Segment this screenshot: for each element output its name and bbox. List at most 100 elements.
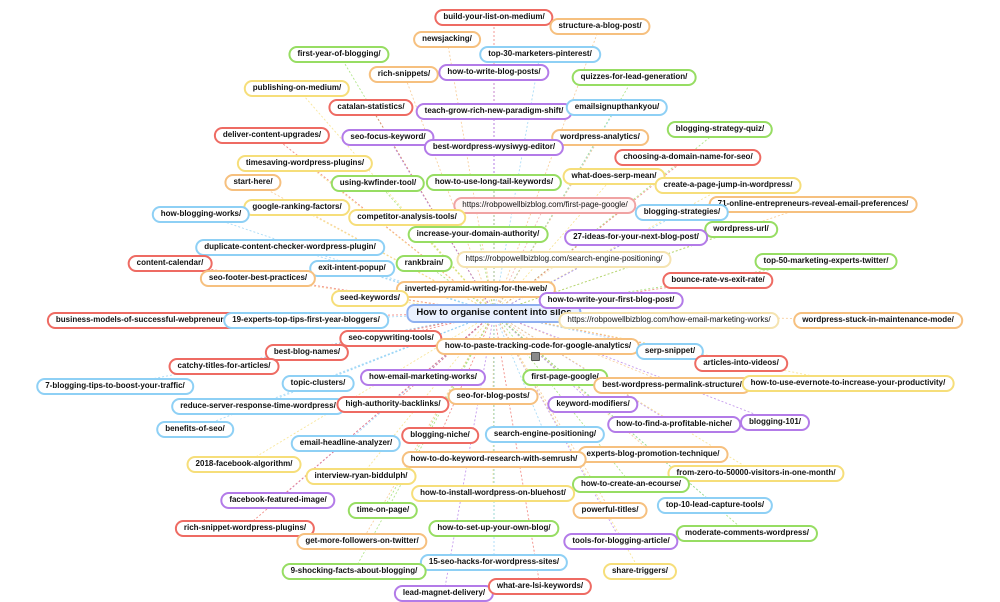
node-blogging-101[interactable]: blogging-101/ [740, 414, 810, 431]
node-publishing-on-medium[interactable]: publishing-on-medium/ [243, 80, 351, 97]
connector-line [194, 312, 495, 430]
node-seed-keywords[interactable]: seed-keywords/ [330, 290, 410, 307]
node-how-email-marketing-works[interactable]: how-email-marketing-works/ [359, 369, 487, 386]
node-what-are-lsi-keywords[interactable]: what-are-lsi-keywords/ [487, 578, 593, 595]
node-tools-for-blogging-article[interactable]: tools-for-blogging-article/ [563, 533, 679, 550]
node-share-triggers[interactable]: share-triggers/ [602, 563, 678, 580]
node-structure-a-blog-post[interactable]: structure-a-blog-post/ [549, 18, 651, 35]
node-duplicate-content-checker-wordpress-plugin[interactable]: duplicate-content-checker-wordpress-plug… [195, 239, 385, 256]
node-seo-for-blog-posts[interactable]: seo-for-blog-posts/ [447, 388, 539, 405]
connector-line [493, 236, 637, 314]
node-how-blogging-works[interactable]: how-blogging-works/ [151, 206, 251, 223]
node-newsjacking[interactable]: newsjacking/ [413, 31, 481, 48]
node-high-authority-backlinks[interactable]: high-authority-backlinks/ [336, 396, 450, 413]
node-how-to-find-a-profitable-niche[interactable]: how-to-find-a-profitable-niche/ [607, 416, 741, 433]
node-google-ranking-factors[interactable]: google-ranking-factors/ [243, 199, 351, 216]
node-powerful-titles[interactable]: powerful-titles/ [572, 502, 648, 519]
node-exit-intent-popup[interactable]: exit-intent-popup/ [309, 260, 395, 277]
connector-line [296, 87, 495, 314]
node-increase-your-domain-authority[interactable]: increase-your-domain-authority/ [407, 226, 549, 243]
node-how-to-write-blog-posts[interactable]: how-to-write-blog-posts/ [438, 64, 550, 81]
node-wordpress-stuck-in-maintenance-mode[interactable]: wordpress-stuck-in-maintenance-mode/ [793, 312, 963, 329]
connector-line [493, 211, 683, 314]
node-search-engine-positioning[interactable]: search-engine-positioning/ [484, 426, 606, 443]
node-rich-snippets[interactable]: rich-snippets/ [368, 66, 440, 83]
node-how-to-write-your-first-blog-post[interactable]: how-to-write-your-first-blog-post/ [538, 292, 684, 309]
node-robpowellbizblog-com-first-page-google[interactable]: https://robpowellbizblog.com/first-page-… [453, 197, 637, 214]
node-teach-grow-rich-new-paradigm-shift[interactable]: teach-grow-rich-new-paradigm-shift/ [415, 103, 573, 120]
node-from-zero-to-50000-visitors-in-one-month[interactable]: from-zero-to-50000-visitors-in-one-month… [667, 465, 845, 482]
node-top-30-marketers-pinterest[interactable]: top-30-marketers-pinterest/ [479, 46, 601, 63]
node-business-models-of-successful-webpreneurs[interactable]: business-models-of-successful-webpreneur… [46, 312, 240, 329]
node-facebook-featured-image[interactable]: facebook-featured-image/ [220, 492, 336, 509]
node-wordpress-url[interactable]: wordpress-url/ [704, 221, 778, 238]
node-blogging-strategies[interactable]: blogging-strategies/ [634, 204, 730, 221]
node-emailsignupthankyou[interactable]: emailsignupthankyou/ [565, 99, 669, 116]
node-catalan-statistics[interactable]: catalan-statistics/ [328, 99, 414, 116]
node-seo-focus-keyword[interactable]: seo-focus-keyword/ [341, 129, 435, 146]
node-71-online-entrepreneurs-reveal-email-preferences[interactable]: 71-online-entrepreneurs-reveal-email-pre… [708, 196, 918, 213]
node-articles-into-videos[interactable]: articles-into-videos/ [694, 355, 788, 372]
node-choosing-a-domain-name-for-seo[interactable]: choosing-a-domain-name-for-seo/ [614, 149, 762, 166]
node-top-10-lead-capture-tools[interactable]: top-10-lead-capture-tools/ [656, 497, 774, 514]
node-content-calendar[interactable]: content-calendar/ [127, 255, 213, 272]
connector-line [493, 312, 546, 435]
node-19-experts-top-tips-first-year-bloggers[interactable]: 19-experts-top-tips-first-year-bloggers/ [223, 312, 389, 329]
node-interview-ryan-biddulph[interactable]: interview-ryan-biddulph/ [305, 468, 417, 485]
node-how-to-do-keyword-research-with-semrush[interactable]: how-to-do-keyword-research-with-semrush/ [401, 451, 587, 468]
node-how-to-use-evernote-to-increase-your-productivity[interactable]: how-to-use-evernote-to-increase-your-pro… [741, 375, 955, 392]
node-inverted-pyramid-writing-for-the-web[interactable]: inverted-pyramid-writing-for-the-web/ [395, 281, 557, 298]
node-how-to-install-wordpress-on-bluehost[interactable]: how-to-install-wordpress-on-bluehost/ [411, 485, 575, 502]
node-reduce-server-response-time-wordpress[interactable]: reduce-server-response-time-wordpress/ [171, 398, 345, 415]
node-robpowellbizblog-com-how-email-marketing-works[interactable]: https://robpowellbizblog.com/how-email-m… [558, 312, 780, 329]
connector-line [443, 312, 495, 592]
node-catchy-titles-for-articles[interactable]: catchy-titles-for-articles/ [168, 358, 280, 375]
node-bounce-rate-vs-exit-rate[interactable]: bounce-rate-vs-exit-rate/ [662, 272, 774, 289]
node-quizzes-for-lead-generation[interactable]: quizzes-for-lead-generation/ [571, 69, 697, 86]
node-rich-snippet-wordpress-plugins[interactable]: rich-snippet-wordpress-plugins/ [174, 520, 316, 537]
node-start-here[interactable]: start-here/ [224, 174, 282, 191]
node-create-a-page-jump-in-wordpress[interactable]: create-a-page-jump-in-wordpress/ [654, 177, 802, 194]
node-moderate-comments-wordpress[interactable]: moderate-comments-wordpress/ [675, 525, 819, 542]
node-benefits-of-seo[interactable]: benefits-of-seo/ [156, 421, 234, 438]
node-seo-copywriting-tools[interactable]: seo-copywriting-tools/ [339, 330, 443, 347]
node-deliver-content-upgrades[interactable]: deliver-content-upgrades/ [213, 127, 331, 144]
node-top-50-marketing-experts-twitter[interactable]: top-50-marketing-experts-twitter/ [754, 253, 898, 270]
connector-line [317, 312, 495, 384]
node-email-headline-analyzer[interactable]: email-headline-analyzer/ [290, 435, 402, 452]
node-rankbrain[interactable]: rankbrain/ [395, 255, 453, 272]
node-15-seo-hacks-for-wordpress-sites[interactable]: 15-seo-hacks-for-wordpress-sites/ [419, 554, 569, 571]
node-seo-footer-best-practices[interactable]: seo-footer-best-practices/ [199, 270, 317, 287]
node-blogging-strategy-quiz[interactable]: blogging-strategy-quiz/ [666, 121, 774, 138]
node-blogging-niche[interactable]: blogging-niche/ [401, 427, 479, 444]
node-27-ideas-for-your-next-blog-post[interactable]: 27-ideas-for-your-next-blog-post/ [564, 229, 708, 246]
node-get-more-followers-on-twitter[interactable]: get-more-followers-on-twitter/ [296, 533, 428, 550]
node-best-blog-names[interactable]: best-blog-names/ [264, 344, 350, 361]
node-competitor-analysis-tools[interactable]: competitor-analysis-tools/ [348, 209, 466, 226]
connector-line [353, 312, 495, 572]
node-time-on-page[interactable]: time-on-page/ [347, 502, 419, 519]
node-how-to-use-long-tail-keywords[interactable]: how-to-use-long-tail-keywords/ [425, 174, 563, 191]
node-topic-clusters[interactable]: topic-clusters/ [281, 375, 355, 392]
node-wordpress-analytics[interactable]: wordpress-analytics/ [551, 129, 649, 146]
node-2018-facebook-algorithm[interactable]: 2018-facebook-algorithm/ [186, 456, 302, 473]
connector-line [200, 213, 495, 314]
node-experts-blog-promotion-technique[interactable]: experts-blog-promotion-technique/ [577, 446, 729, 463]
node-best-wordpress-wysiwyg-editor[interactable]: best-wordpress-wysiwyg-editor/ [423, 139, 565, 156]
node-how-to-set-up-your-own-blog[interactable]: how-to-set-up-your-own-blog/ [428, 520, 560, 537]
node-serp-snippet[interactable]: serp-snippet/ [635, 343, 705, 360]
node-using-kwfinder-tool[interactable]: using-kwfinder-tool/ [330, 175, 426, 192]
node-what-does-serp-mean[interactable]: what-does-serp-mean/ [562, 168, 666, 185]
node-9-shocking-facts-about-blogging[interactable]: 9-shocking-facts-about-blogging/ [281, 563, 427, 580]
node-best-wordpress-permalink-structure[interactable]: best-wordpress-permalink-structure/ [593, 377, 751, 394]
node-7-blogging-tips-to-boost-your-traffic[interactable]: 7-blogging-tips-to-boost-your-traffic/ [36, 378, 194, 395]
node-robpowellbizblog-com-search-engine-positioning[interactable]: https://robpowellbizblog.com/search-engi… [456, 251, 672, 268]
node-timesaving-wordpress-plugins[interactable]: timesaving-wordpress-plugins/ [236, 155, 374, 172]
node-first-year-of-blogging[interactable]: first-year-of-blogging/ [288, 46, 390, 63]
node-keyword-modifiers[interactable]: keyword-modifiers/ [547, 396, 639, 413]
node-how-to-create-an-ecourse[interactable]: how-to-create-an-ecourse/ [571, 476, 691, 493]
node-build-your-list-on-medium[interactable]: build-your-list-on-medium/ [434, 9, 554, 26]
node-lead-magnet-delivery[interactable]: lead-magnet-delivery/ [393, 585, 495, 602]
connector-line [244, 312, 495, 529]
